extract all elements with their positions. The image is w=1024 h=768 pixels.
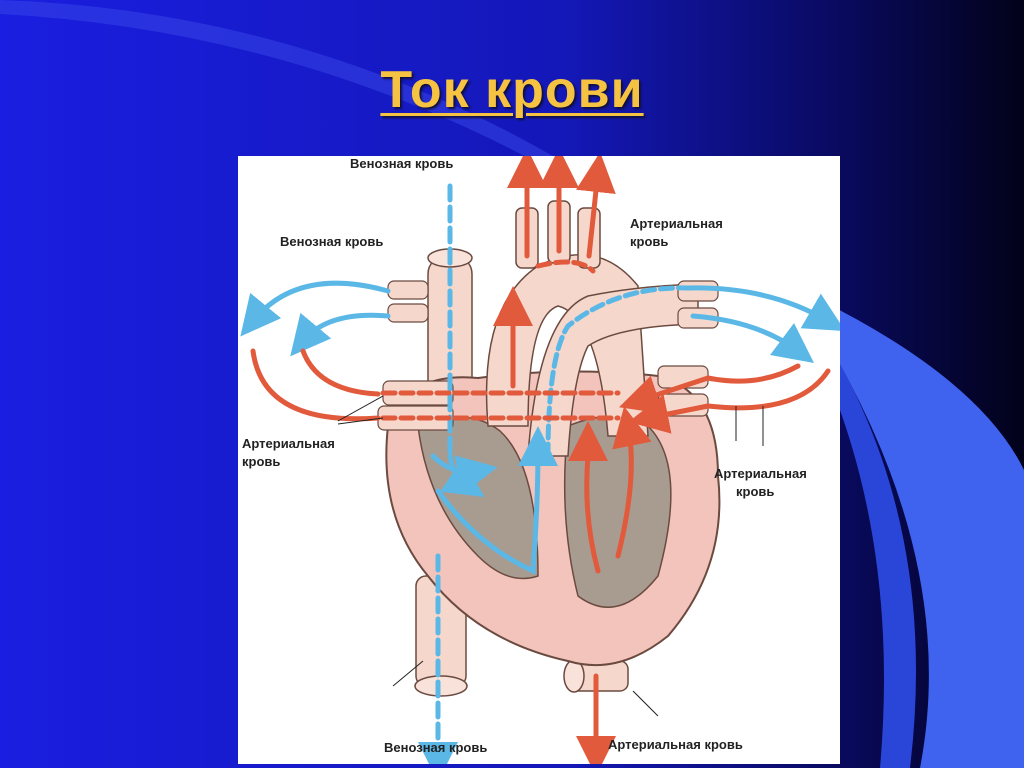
label-arterial-blood-top-right-line2: кровь (630, 234, 669, 249)
label-venous-blood-left: Венозная кровь (280, 234, 384, 249)
label-venous-blood-top: Венозная кровь (350, 156, 454, 171)
descending-aorta (563, 659, 629, 693)
arterial-flow-arrows (250, 156, 831, 764)
heart-blood-flow-diagram: Венозная кровь Венозная кровь Артериальн… (238, 156, 840, 764)
label-venous-blood-bottom: Венозная кровь (384, 740, 488, 755)
label-arterial-blood-bottom: Артериальная кровь (608, 737, 743, 752)
label-arterial-blood-left-line2: кровь (242, 454, 281, 469)
heart-illustration (240, 156, 840, 764)
label-leader-lines (337, 395, 764, 717)
label-arterial-blood-left-line1: Артериальная (242, 436, 335, 451)
label-arterial-blood-top-right-line1: Артериальная (630, 216, 723, 231)
label-arterial-blood-right-line2: кровь (736, 484, 775, 499)
venous-flow-arrows (240, 183, 840, 764)
left-ventricle (563, 415, 672, 608)
label-arterial-blood-right-line1: Артериальная (714, 466, 807, 481)
slide-title: Ток крови (380, 61, 644, 119)
